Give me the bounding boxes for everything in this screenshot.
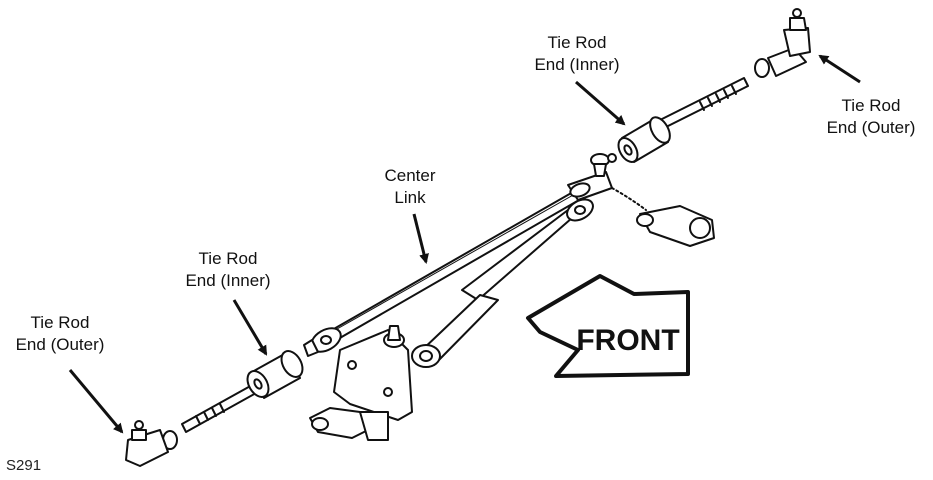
arrow-center-link [412,213,429,264]
arrow-inner-top [575,80,626,126]
label-tie-rod-outer-left: Tie Rod End (Outer) [15,313,105,354]
arrow-outer-left [68,369,124,434]
label-tie-rod-inner-left: Tie Rod End (Inner) [185,249,271,290]
right-inner-tie-rod-end [607,116,671,163]
left-tie-rod-shaft [181,383,259,433]
center-link-left-joint [303,327,342,357]
idler-damper-rod [411,198,594,368]
idler-bracket [309,325,413,441]
label-tie-rod-inner-top: Tie Rod End (Inner) [534,33,620,74]
front-sign-text: FRONT [576,324,679,357]
pitman-arm [611,187,715,247]
right-tie-rod-shaft [659,77,749,129]
figure-id: S291 [6,457,42,474]
label-tie-rod-outer-right: Tie Rod End (Outer) [826,96,916,137]
label-center-link: Center Link [384,166,436,207]
center-link-right-joint [567,153,613,201]
arrow-inner-left [232,299,268,356]
left-outer-tie-rod-end [125,420,178,467]
right-outer-tie-rod-end [754,8,811,78]
front-direction-sign [526,274,690,378]
arrow-outer-right [818,54,861,84]
left-inner-tie-rod-end [246,350,304,399]
